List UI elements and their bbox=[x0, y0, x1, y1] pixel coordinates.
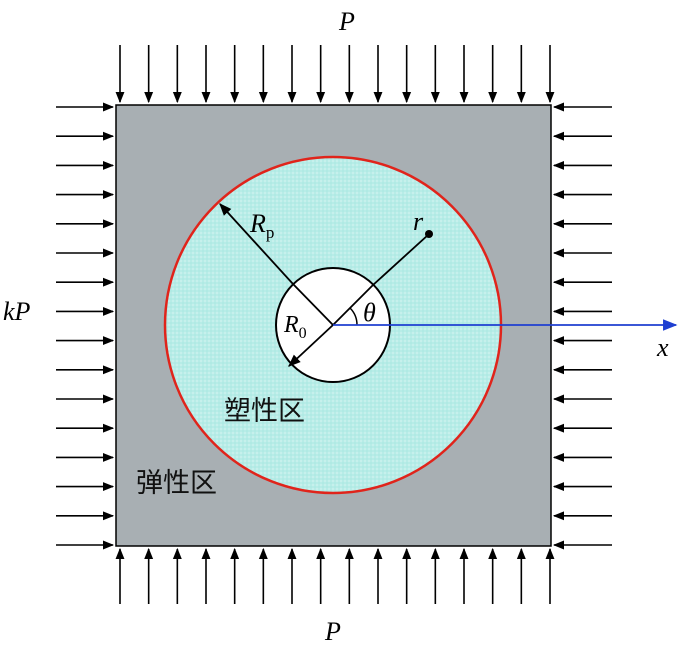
top-load-label: P bbox=[338, 7, 355, 36]
plastic-radius-arrow bbox=[219, 203, 294, 285]
plastic-zone-label: 塑性区 bbox=[224, 396, 305, 427]
angle-label: θ bbox=[363, 298, 376, 327]
axis-label: x bbox=[656, 333, 669, 362]
hole-radius-arrow bbox=[288, 324, 334, 367]
left-load-arrows bbox=[56, 102, 115, 550]
bottom-load-label: P bbox=[324, 617, 341, 646]
plastic-radius-label: Rp bbox=[249, 209, 274, 242]
hole-radius-label: R0 bbox=[283, 312, 307, 342]
top-load-arrows bbox=[115, 45, 555, 104]
inner-r-line bbox=[332, 284, 374, 326]
bottom-load-arrows bbox=[115, 547, 555, 604]
radial-coordinate-label: r bbox=[413, 207, 424, 236]
right-load-arrows bbox=[552, 102, 612, 550]
point-marker bbox=[425, 230, 433, 238]
side-load-label: kP bbox=[3, 297, 31, 326]
radial-coordinate-line bbox=[372, 234, 429, 286]
inner-radius-line-upper bbox=[292, 283, 334, 326]
elastic-zone-label: 弹性区 bbox=[136, 468, 217, 499]
